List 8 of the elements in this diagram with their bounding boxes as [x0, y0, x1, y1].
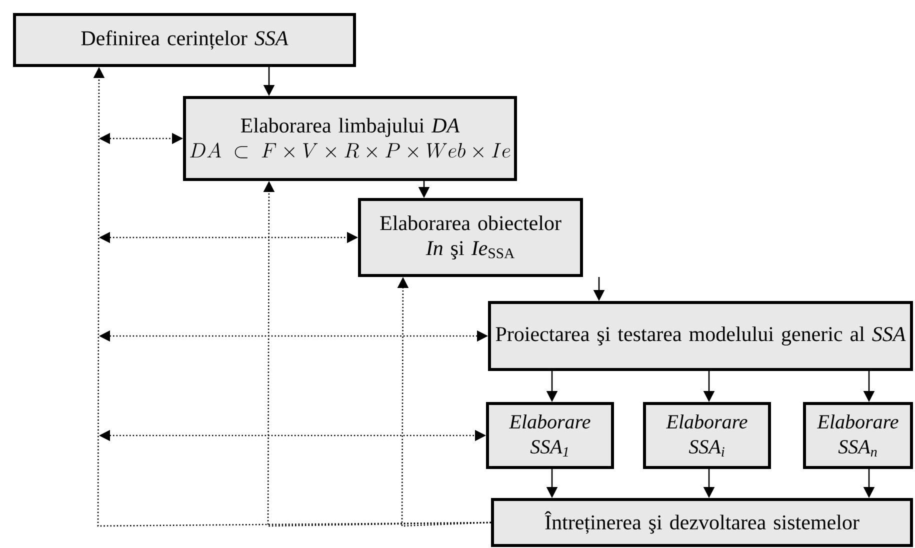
process-box: Elaborare SSA$_{n}$: [803, 402, 913, 469]
process-box: Proiectarea şi testarea modelului generic al SSA: [488, 301, 913, 371]
process-box: Întreținerea şi dezvoltarea sistemelor: [491, 498, 913, 547]
process-box: Elaborarea obiectelor In şi Ie$_{SSA}$: [358, 198, 583, 277]
process-box: Definirea cerințelor SSA: [13, 13, 356, 67]
process-box: Elaborare SSA$_{i}$: [643, 402, 771, 469]
process-box: Elaborarea limbajului DA $DA \;\subset\; F \times V \times R \times P \times Web \times Ie$: [183, 96, 517, 181]
process-box: Elaborare SSA$_{1}$: [486, 402, 614, 469]
